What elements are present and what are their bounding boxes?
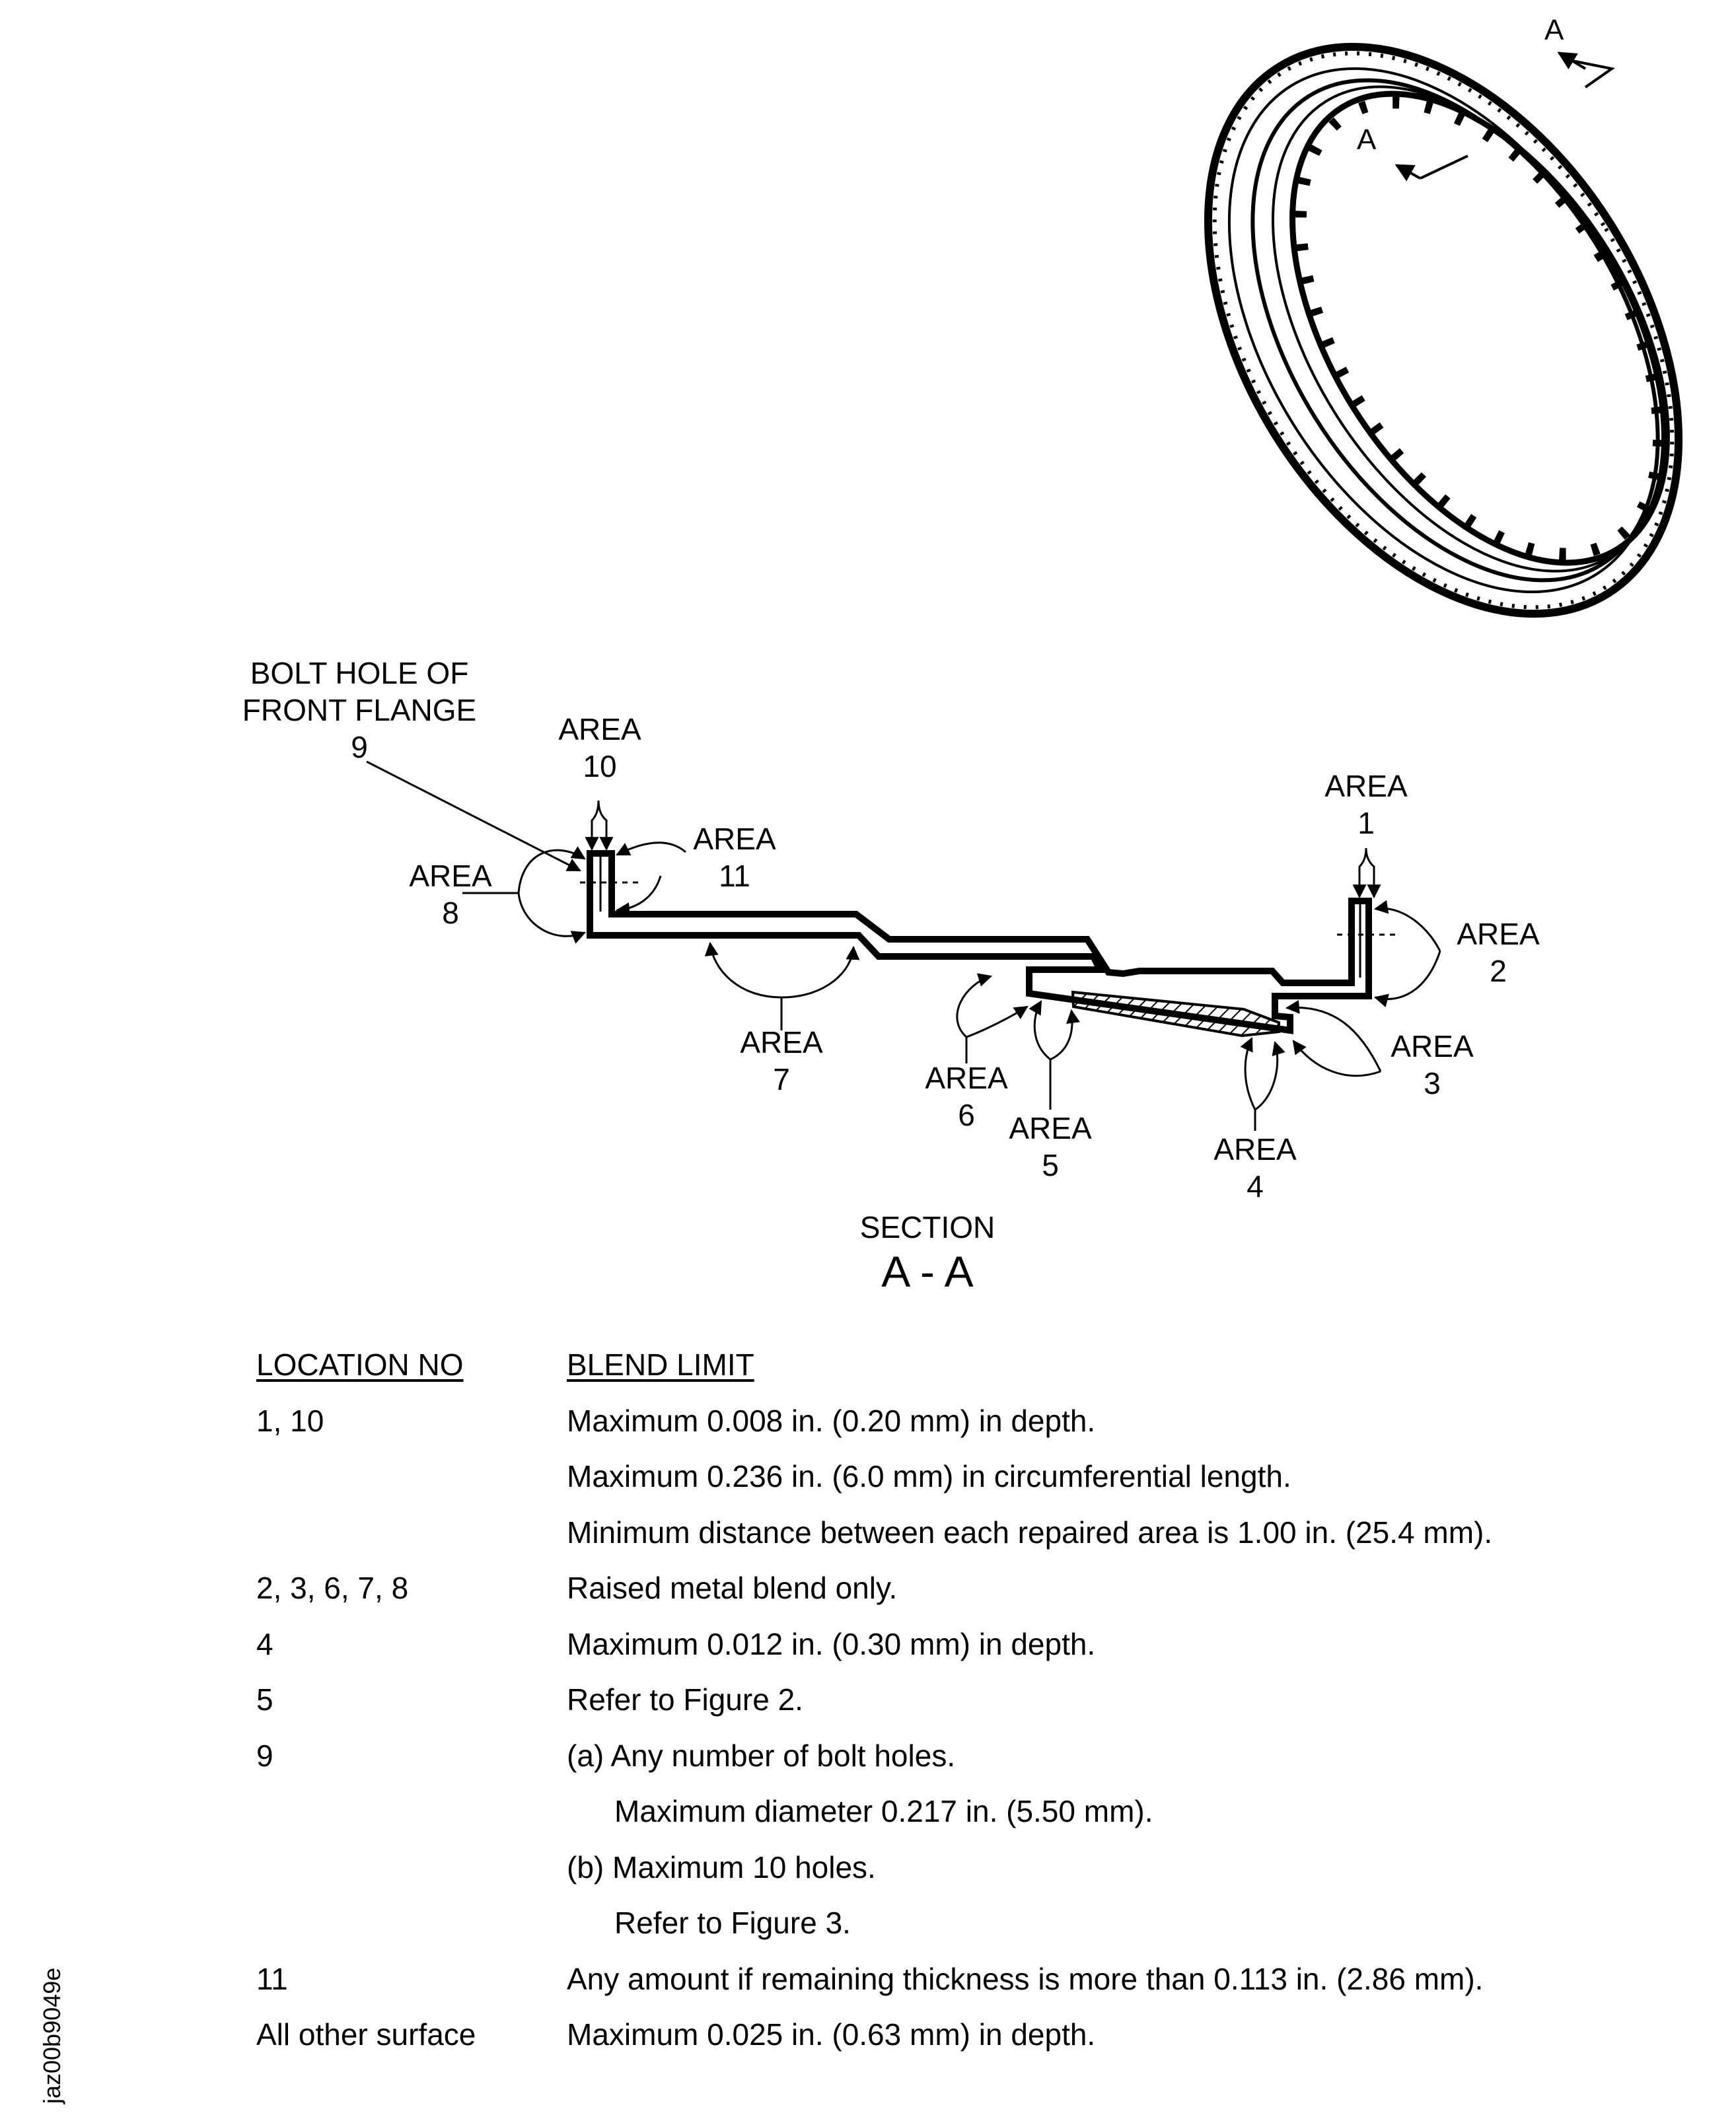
header-blend-limit: BLEND LIMIT (567, 1347, 754, 1382)
callout-area-2: AREA 2 (1457, 917, 1540, 988)
svg-text:1: 1 (1357, 806, 1375, 840)
limit-cell: Maximum 0.236 in. (6.0 mm) in circumfere… (567, 1459, 1291, 1493)
limit-cell: (a) Any number of bolt holes. (567, 1738, 956, 1773)
svg-text:AREA: AREA (1324, 769, 1408, 803)
drawing-id: jaz00b9049e (38, 1967, 65, 2104)
leader-lines (366, 760, 1441, 1131)
header-location-no: LOCATION NO (256, 1347, 464, 1382)
callout-bolt-hole-9: BOLT HOLE OF FRONT FLANGE 9 (242, 656, 476, 764)
callout-area-3: AREA 3 (1391, 1029, 1474, 1100)
table-row: Maximum diameter 0.217 in. (5.50 mm). (256, 1783, 1710, 1840)
section-title-id: A - A (881, 1247, 973, 1296)
table-header: LOCATION NO BLEND LIMIT (256, 1337, 1710, 1393)
callout-area-4: AREA 4 (1213, 1132, 1297, 1203)
location-cell: 5 (256, 1682, 273, 1717)
limit-cell: Maximum 0.025 in. (0.63 mm) in depth. (567, 2017, 1096, 2052)
blend-limit-drawing: A A (242, 14, 1683, 1296)
location-cell (256, 1449, 567, 1505)
svg-text:11: 11 (719, 859, 750, 893)
limit-cell: Refer to Figure 3. (614, 1906, 851, 1940)
table-row: Minimum distance between each repaired a… (256, 1505, 1710, 1561)
svg-text:AREA: AREA (1213, 1132, 1297, 1166)
callout-area-11: AREA 11 (693, 822, 776, 893)
svg-text:AREA: AREA (925, 1061, 1008, 1095)
table-row: All other surface Maximum 0.025 in. (0.6… (256, 2007, 1710, 2063)
location-cell (256, 1840, 567, 1896)
svg-text:AREA: AREA (409, 859, 492, 893)
svg-text:7: 7 (773, 1062, 790, 1096)
blend-limit-table: LOCATION NO BLEND LIMIT 1, 10 Maximum 0.… (256, 1337, 1710, 2063)
svg-text:AREA: AREA (693, 822, 776, 856)
limit-cell: Maximum 0.008 in. (0.20 mm) in depth. (567, 1403, 1096, 1438)
table-row: 2, 3, 6, 7, 8 Raised metal blend only. (256, 1560, 1710, 1616)
location-cell: 2, 3, 6, 7, 8 (256, 1571, 409, 1605)
svg-text:4: 4 (1247, 1169, 1264, 1203)
table-row: 5 Refer to Figure 2. (256, 1672, 1710, 1728)
table-row: Maximum 0.236 in. (6.0 mm) in circumfere… (256, 1449, 1710, 1505)
callout-area-1: AREA 1 (1324, 769, 1408, 840)
svg-text:6: 6 (958, 1098, 975, 1132)
location-cell: 4 (256, 1626, 273, 1661)
svg-text:2: 2 (1490, 954, 1507, 988)
svg-text:5: 5 (1042, 1148, 1059, 1182)
table-row: (b) Maximum 10 holes. (256, 1840, 1710, 1896)
svg-text:AREA: AREA (740, 1025, 823, 1059)
section-title-word: SECTION (860, 1210, 995, 1244)
table-row: 4 Maximum 0.012 in. (0.30 mm) in depth. (256, 1616, 1710, 1672)
section-cut-label-left: A (1357, 124, 1377, 156)
svg-text:BOLT HOLE OF: BOLT HOLE OF (250, 656, 469, 690)
table-row: 9 (a) Any number of bolt holes. (256, 1728, 1710, 1784)
callout-area-7: AREA 7 (740, 1025, 823, 1096)
limit-cell: Refer to Figure 2. (567, 1682, 803, 1717)
limit-cell: Minimum distance between each repaired a… (567, 1515, 1493, 1550)
limit-cell: Maximum diameter 0.217 in. (5.50 mm). (614, 1794, 1153, 1828)
svg-text:AREA: AREA (1457, 917, 1540, 951)
location-cell: All other surface (256, 2017, 476, 2052)
svg-text:FRONT FLANGE: FRONT FLANGE (242, 693, 476, 727)
location-cell: 11 (256, 1961, 288, 1996)
callout-area-8: AREA 8 (409, 859, 492, 930)
table-row: 11 Any amount if remaining thickness is … (256, 1951, 1710, 2007)
table-row: Refer to Figure 3. (256, 1895, 1710, 1951)
section-cut-label-top: A (1544, 14, 1564, 46)
svg-text:3: 3 (1424, 1066, 1441, 1100)
section-profile (580, 850, 1395, 1038)
svg-text:AREA: AREA (1009, 1111, 1092, 1145)
limit-cell: Raised metal blend only. (567, 1571, 898, 1605)
limit-cell: (b) Maximum 10 holes. (567, 1849, 876, 1884)
svg-text:9: 9 (351, 730, 368, 764)
limit-cell: Maximum 0.012 in. (0.30 mm) in depth. (567, 1626, 1096, 1661)
location-cell (256, 1505, 567, 1561)
svg-text:AREA: AREA (1391, 1029, 1474, 1063)
limit-cell: Any amount if remaining thickness is mor… (567, 1961, 1484, 1996)
callout-area-5: AREA 5 (1009, 1111, 1092, 1182)
ring-isometric-view (1204, 42, 1683, 618)
table-row: 1, 10 Maximum 0.008 in. (0.20 mm) in dep… (256, 1393, 1710, 1449)
location-cell: 9 (256, 1738, 273, 1773)
svg-text:AREA: AREA (558, 712, 641, 746)
svg-text:8: 8 (442, 896, 459, 930)
callout-area-10: AREA 10 (558, 712, 641, 783)
location-cell: 1, 10 (256, 1403, 324, 1438)
callout-area-6: AREA 6 (925, 1061, 1008, 1132)
svg-text:10: 10 (583, 749, 616, 783)
location-cell (256, 1783, 567, 1840)
location-cell (256, 1895, 567, 1951)
